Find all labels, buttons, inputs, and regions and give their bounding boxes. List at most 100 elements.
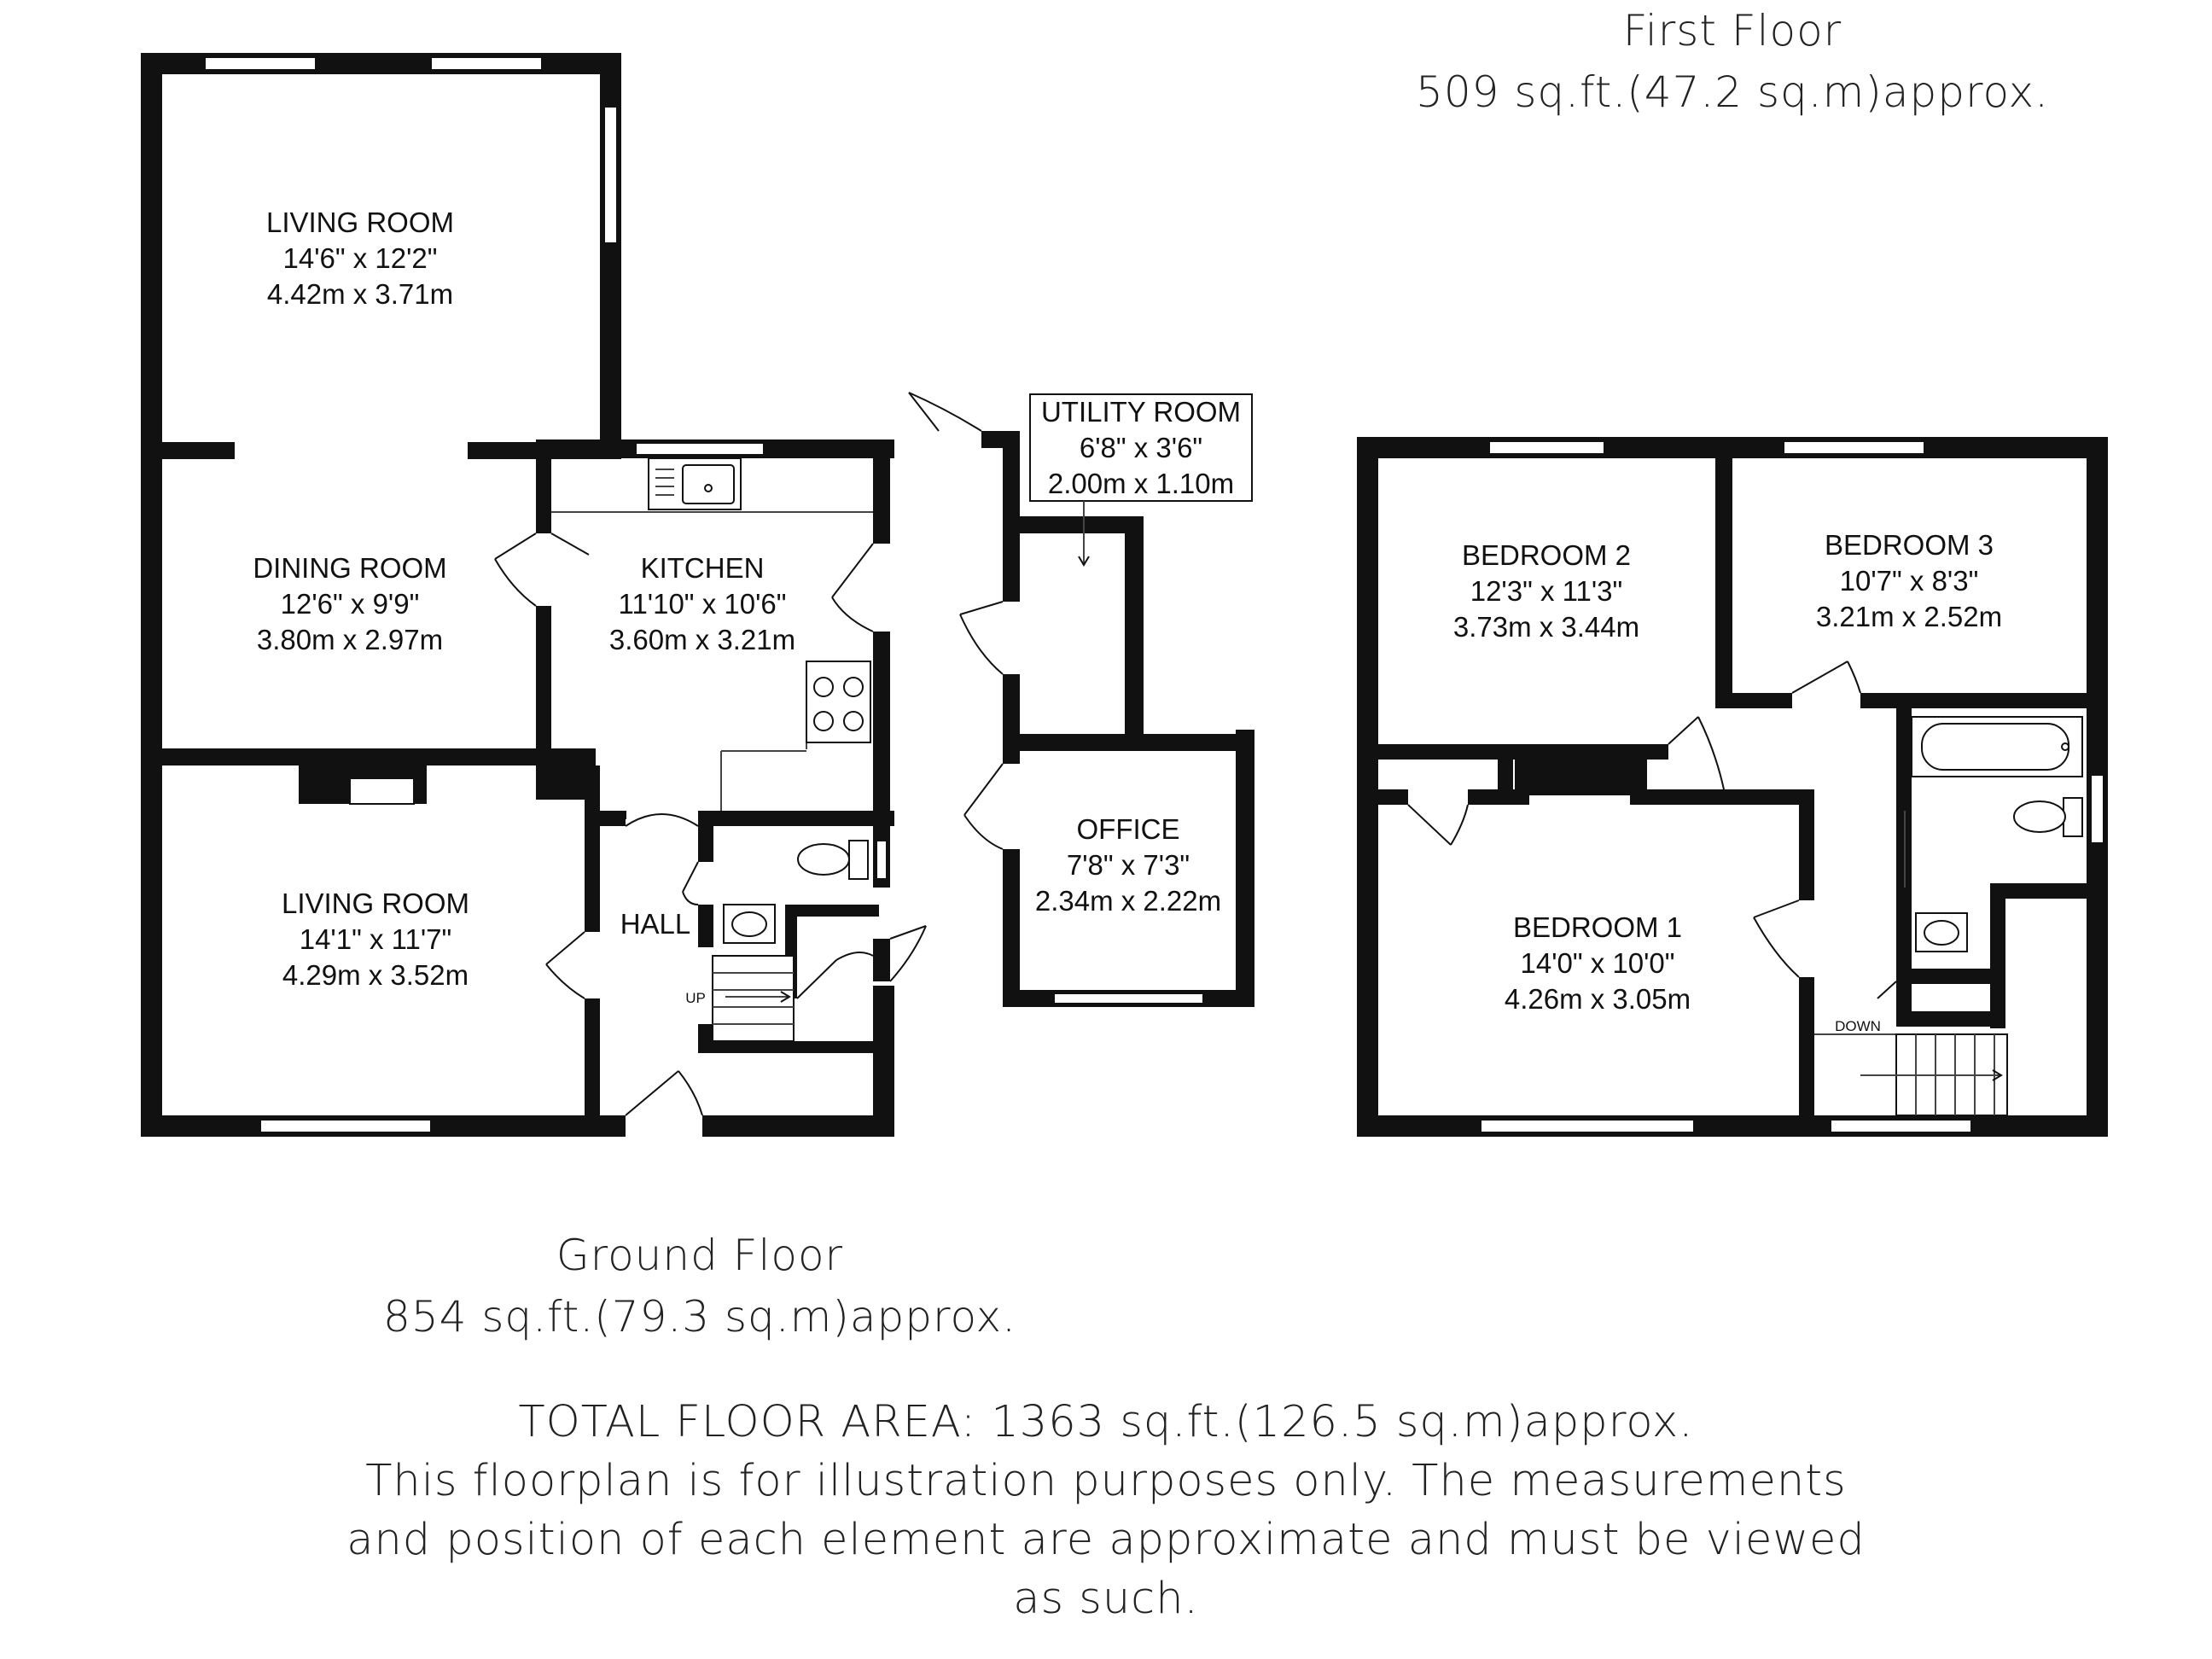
disclaimer-line: as such.	[1013, 1574, 1199, 1624]
wall	[1468, 789, 1529, 805]
room-dim-metric: 4.42m x 3.71m	[267, 278, 453, 310]
wall	[141, 53, 162, 1137]
wall	[536, 439, 551, 533]
first-floor-caption: First Floor 509 sq.ft.(47.2 sq.m)approx.	[1348, 0, 2116, 123]
wall	[873, 986, 894, 1137]
utility-label-box	[1029, 393, 1253, 502]
arrow-head-icon	[1078, 556, 1090, 567]
wall	[873, 450, 890, 544]
door	[1753, 899, 1800, 978]
fireplace	[349, 777, 415, 805]
door	[494, 533, 537, 607]
stairs-label: DOWN	[1835, 1018, 1881, 1034]
bathtub-icon	[1911, 716, 2083, 777]
room-name: OFFICE	[1077, 813, 1180, 845]
door	[1791, 661, 1861, 694]
stairs-down	[1814, 1033, 2008, 1116]
door	[1407, 804, 1469, 846]
wall	[1799, 977, 1814, 1137]
window	[1783, 440, 1925, 455]
window	[1480, 1119, 1695, 1133]
room-dim-metric: 3.73m x 3.44m	[1453, 611, 1639, 643]
room-dim-imperial: 7'8" x 7'3"	[1067, 849, 1190, 881]
room-name: BEDROOM 2	[1462, 539, 1631, 571]
room-dim-imperial: 6'8" x 3'6"	[1080, 432, 1202, 463]
door	[831, 543, 874, 632]
room-dim-metric: 2.34m x 2.22m	[1035, 885, 1221, 917]
room-dim-imperial: 12'3" x 11'3"	[1470, 575, 1623, 607]
wall	[1374, 789, 1408, 805]
wall	[1236, 730, 1254, 1007]
door	[889, 925, 927, 982]
room-name: LIVING ROOM	[266, 207, 454, 238]
wall	[585, 765, 600, 932]
wall	[873, 632, 890, 888]
window	[635, 442, 765, 456]
wall	[1896, 1011, 1990, 1027]
wall	[600, 811, 626, 826]
room-dim-metric: 4.26m x 3.05m	[1505, 983, 1691, 1015]
window	[259, 1119, 432, 1133]
room-dim-imperial: 14'6" x 12'2"	[283, 242, 438, 274]
wall	[698, 1041, 894, 1053]
wall	[1003, 734, 1254, 751]
door	[625, 811, 699, 827]
wall	[785, 905, 879, 917]
door	[959, 601, 1004, 675]
door	[682, 861, 699, 905]
disclaimer-line: This floorplan is for illustration purpo…	[365, 1456, 1847, 1506]
total-floor-area: TOTAL FLOOR AREA: 1363 sq.ft.(126.5 sq.m…	[518, 1397, 1694, 1447]
toilet-icon	[797, 840, 869, 880]
wall	[1630, 789, 1649, 805]
room-dim-metric: 2.00m x 1.10m	[1048, 468, 1234, 499]
window	[1053, 992, 1204, 1004]
disclaimer-line: and position of each element are approxi…	[346, 1515, 1866, 1565]
wall	[1515, 744, 1647, 795]
door	[550, 533, 590, 556]
window	[1830, 1119, 1972, 1133]
room-dim-imperial: 10'7" x 8'3"	[1840, 565, 1979, 597]
floor-title: First Floor	[1622, 6, 1842, 55]
stairs-up	[712, 955, 795, 1042]
window	[2090, 774, 2104, 844]
wall	[1990, 883, 2108, 899]
wall	[141, 748, 593, 765]
wall	[1357, 1115, 2108, 1137]
room-dim-imperial: 12'6" x 9'9"	[281, 588, 420, 620]
window	[603, 106, 618, 244]
wall	[698, 905, 713, 947]
room-dim-metric: 3.60m x 3.21m	[609, 624, 795, 655]
wall	[702, 1115, 894, 1137]
first-floor-plan: BEDROOM 2 12'3" x 11'3" 3.73m x 3.44m BE…	[1357, 437, 2108, 1137]
wall	[873, 939, 890, 981]
room-name: BEDROOM 1	[1513, 911, 1682, 943]
room-name: UTILITY ROOM	[1041, 396, 1241, 428]
room-dim-imperial: 14'0" x 10'0"	[1521, 947, 1675, 979]
wall	[1357, 437, 1378, 1137]
floor-title: Ground Floor	[556, 1231, 844, 1280]
room-name: HALL	[620, 908, 691, 940]
window	[430, 56, 543, 71]
room-name: LIVING ROOM	[282, 888, 469, 919]
basin-icon	[723, 904, 776, 944]
wall	[698, 811, 894, 826]
wall	[1125, 516, 1144, 747]
door	[963, 763, 1004, 850]
floor-area: 854 sq.ft.(79.3 sq.m)approx.	[383, 1292, 1016, 1342]
wall	[585, 998, 600, 1135]
room-name: BEDROOM 3	[1825, 529, 1994, 561]
footer-notes: TOTAL FLOOR AREA: 1363 sq.ft.(126.5 sq.m…	[253, 1393, 1959, 1628]
room-dim-imperial: 14'1" x 11'7"	[300, 923, 452, 955]
room-dim-metric: 3.80m x 2.97m	[257, 624, 443, 655]
window	[876, 840, 888, 880]
wall	[1799, 789, 1814, 900]
wall	[1630, 789, 1813, 805]
room-name: KITCHEN	[641, 552, 765, 584]
door	[625, 1070, 703, 1116]
toilet-icon	[2013, 797, 2083, 837]
hob-icon	[806, 661, 871, 743]
wall	[1498, 760, 1513, 798]
wall	[698, 811, 713, 862]
window	[204, 56, 317, 71]
